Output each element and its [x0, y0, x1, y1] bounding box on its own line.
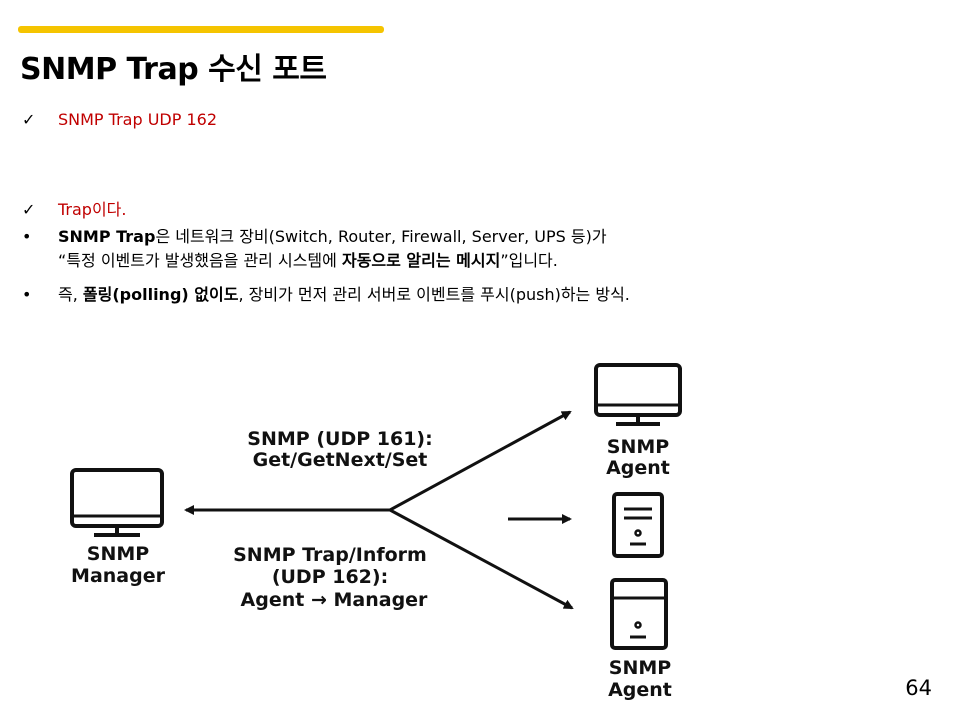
check-item-text: SNMP Trap UDP 162	[58, 110, 218, 129]
manager-label-line1: SNMP	[87, 543, 149, 565]
snmp-diagram: SNMP Manager SNMP (UDP 161): Get/GetNext…	[70, 363, 682, 701]
check-item-text: Trap이다.	[58, 200, 127, 219]
agent-middle-server-icon	[612, 492, 664, 558]
agent-bottom-label-line1: SNMP	[609, 657, 671, 679]
check-item-port: ✓ SNMP Trap UDP 162	[22, 110, 217, 129]
slide-title: SNMP Trap 수신 포트	[20, 52, 327, 87]
bullet-icon: •	[22, 227, 32, 246]
manager-monitor-icon	[70, 468, 164, 537]
title-accent-bar	[18, 26, 384, 33]
agent-bottom-label-line2: Agent	[608, 679, 672, 701]
bold-phrase: 자동으로 알리는 메시지	[341, 251, 501, 270]
bold-term: SNMP Trap	[58, 227, 156, 246]
checkmark-icon: ✓	[22, 110, 36, 129]
bullet-icon: •	[22, 285, 32, 304]
trap-label-line3: Agent → Manager	[241, 589, 429, 611]
connection-lines	[184, 410, 574, 610]
manager-label-line2: Manager	[71, 565, 166, 587]
bullet-text: ”입니다.	[500, 251, 558, 270]
checkmark-icon: ✓	[22, 200, 36, 219]
arrow-to-agent-top	[389, 410, 572, 512]
agent-top-monitor-icon	[594, 363, 682, 426]
bold-phrase: 폴링(polling) 없이도	[82, 285, 239, 304]
page-number: 64	[905, 676, 932, 700]
agent-top-label-line2: Agent	[606, 457, 670, 479]
bullet-text: 은 네트워크 장비(Switch, Router, Firewall, Serv…	[155, 227, 607, 246]
agent-top-label-line1: SNMP	[607, 436, 669, 458]
agent-bottom-server-icon	[610, 578, 668, 650]
trap-label-line2: (UDP 162):	[272, 566, 388, 588]
arrow-to-agent-bottom	[389, 508, 574, 610]
trap-label-line1: SNMP Trap/Inform	[233, 544, 427, 566]
bullet-text: “특정 이벤트가 발생했음을 관리 시스템에	[58, 251, 342, 270]
poll-label-line2: Get/GetNext/Set	[253, 449, 428, 471]
bullet-text: , 장비가 먼저 관리 서버로 이벤트를 푸시(push)하는 방식.	[238, 285, 630, 304]
bullet-text: 즉,	[58, 285, 83, 304]
poll-label-line1: SNMP (UDP 161):	[247, 428, 432, 450]
check-item-trap: ✓ Trap이다.	[22, 196, 127, 220]
